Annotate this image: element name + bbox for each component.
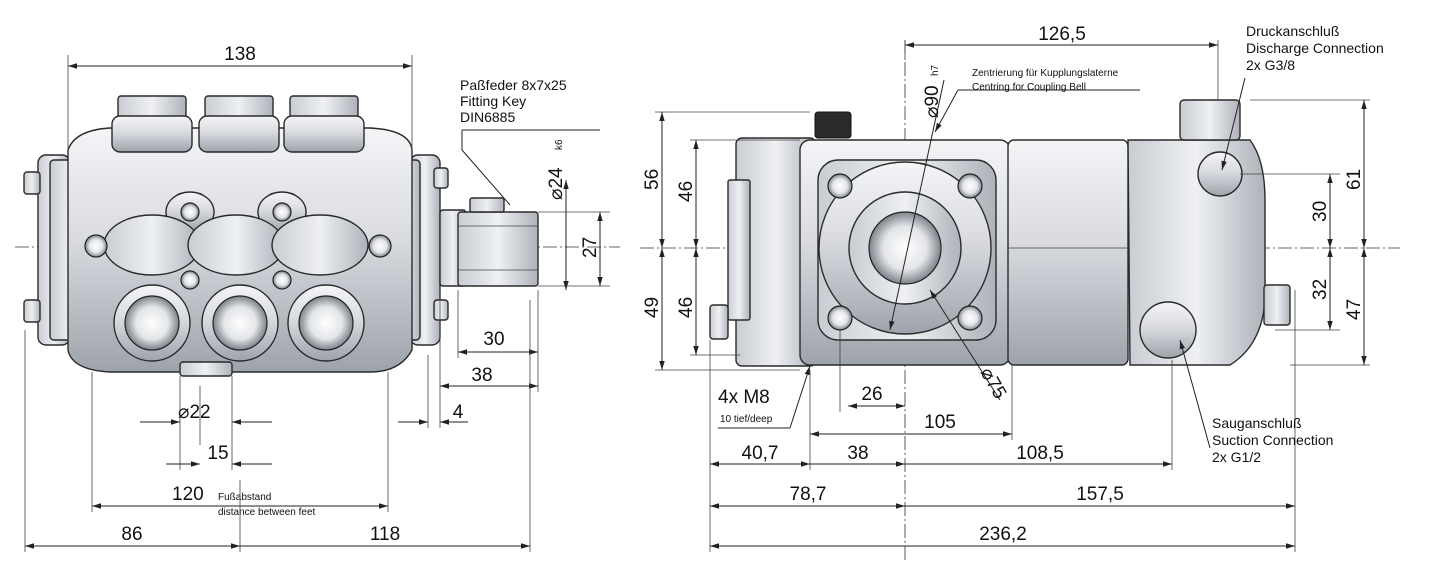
key-label-1: Paßfeder 8x7x25 xyxy=(460,77,567,93)
dim-86: 86 xyxy=(121,524,142,545)
dim-236-2: 236,2 xyxy=(979,524,1027,545)
dim-foot-hole: ⌀22 xyxy=(178,402,211,423)
dim-138: 138 xyxy=(224,44,256,65)
feet-label-2: distance between feet xyxy=(218,507,316,518)
dim-15: 15 xyxy=(207,443,228,464)
dim-40-7: 40,7 xyxy=(742,443,779,464)
dim-46-lower: 46 xyxy=(676,297,697,318)
discharge-label-3: 2x G3/8 xyxy=(1246,57,1295,73)
discharge-label-1: Druckanschluß xyxy=(1246,23,1339,39)
centering-label-1: Zentrierung für Kupplungslaterne xyxy=(972,68,1119,79)
dim-105: 105 xyxy=(924,412,956,433)
key-label-3: DIN6885 xyxy=(460,109,515,125)
dim-27: 27 xyxy=(580,237,601,258)
pump-side-view xyxy=(640,40,1400,560)
dim-bell-dia: ⌀90 xyxy=(922,85,943,118)
left-dimensions: 138 Paßfeder 8x7x25 Fitting Key DIN6885 … xyxy=(24,44,610,552)
dim-157-5: 157,5 xyxy=(1076,484,1124,505)
dim-32: 32 xyxy=(1310,279,1331,300)
dim-47: 47 xyxy=(1344,299,1365,320)
dim-shaft-tol: k6 xyxy=(554,139,565,150)
dim-bell-tol: h7 xyxy=(930,64,941,76)
pump-front-view xyxy=(15,95,620,377)
dim-78-7: 78,7 xyxy=(790,484,827,505)
centering-label-2: Centring for Coupling Bell xyxy=(972,82,1086,93)
dim-46-upper: 46 xyxy=(676,181,697,202)
thread-sub: 10 tief/deep xyxy=(720,414,773,425)
suction-label-2: Suction Connection xyxy=(1212,432,1333,448)
suction-label-3: 2x G1/2 xyxy=(1212,449,1261,465)
dim-38-right: 38 xyxy=(847,443,868,464)
feet-label-1: Fußabstand xyxy=(218,492,271,503)
dim-61: 61 xyxy=(1344,169,1365,190)
dim-38: 38 xyxy=(471,365,492,386)
dim-126-5: 126,5 xyxy=(1038,24,1086,45)
dim-49: 49 xyxy=(642,297,663,318)
dim-56: 56 xyxy=(642,169,663,190)
suction-label-1: Sauganschluß xyxy=(1212,415,1302,431)
dim-shaft-dia: ⌀24 xyxy=(546,167,567,200)
dim-120: 120 xyxy=(172,484,204,505)
thread-label: 4x M8 xyxy=(718,387,770,408)
dim-118: 118 xyxy=(370,524,400,545)
dim-26: 26 xyxy=(861,384,882,405)
dim-108-5: 108,5 xyxy=(1016,443,1064,464)
dim-30-right: 30 xyxy=(1310,201,1331,222)
dim-4: 4 xyxy=(453,402,464,423)
dim-30: 30 xyxy=(483,329,504,350)
right-dimensions: 126,5 ⌀90 h7 Zentrierung für Kupplungsla… xyxy=(642,23,1384,552)
key-label-2: Fitting Key xyxy=(460,93,526,109)
discharge-label-2: Discharge Connection xyxy=(1246,40,1384,56)
